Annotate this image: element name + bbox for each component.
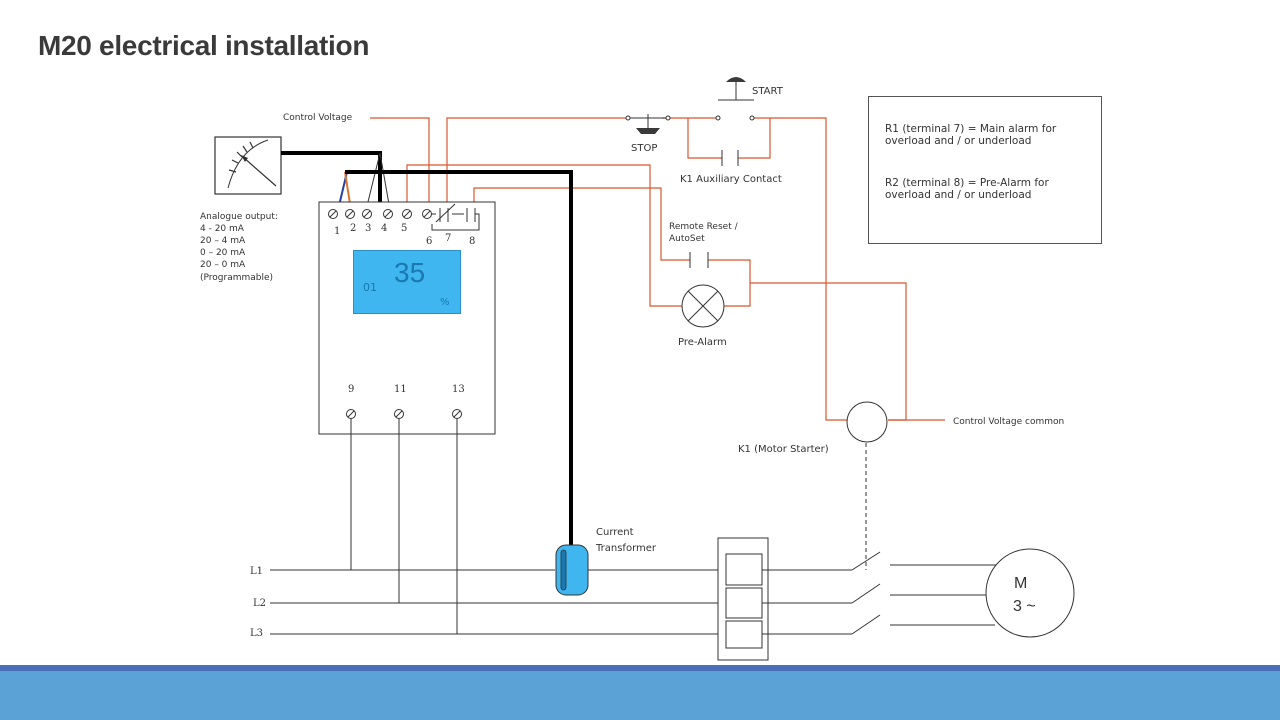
current-transformer-label-2: Transformer [596, 543, 657, 554]
terminal-13-label: 13 [452, 384, 465, 395]
k1-aux-contact [721, 150, 739, 166]
terminal-5-label: 5 [401, 223, 408, 234]
stop-label: STOP [631, 143, 658, 154]
overload-block [717, 537, 769, 661]
common-wire-a [750, 282, 907, 421]
analogue-output-opt3: 0 – 20 mA [200, 248, 246, 258]
power-lines [270, 569, 726, 635]
remote-reset-label: Remote Reset / [669, 222, 738, 232]
meter-return-wire [365, 152, 381, 211]
terminal-3-label: 3 [365, 223, 372, 234]
remote-reset-contact [689, 252, 709, 268]
terminal8-wire [473, 187, 690, 261]
control-voltage-common-label: Control Voltage common [953, 417, 1065, 427]
aux-right-wire [738, 118, 771, 159]
meter-link-wire [379, 152, 391, 211]
analogue-output-opt1: 4 - 20 mA [200, 224, 244, 234]
analogue-output-note: (Programmable) [200, 273, 274, 283]
terminal-6-label: 6 [426, 236, 433, 247]
analogue-output-heading: Analogue output: [200, 212, 278, 222]
l3-label: L3 [250, 628, 264, 639]
bottom-terminals [346, 409, 462, 419]
terminal-7-label: 7 [445, 233, 452, 244]
display-unit: % [440, 297, 450, 308]
start-button-symbol [715, 77, 755, 121]
motor-symbol [985, 548, 1075, 638]
control-voltage-wire [370, 117, 430, 210]
motor-label-m: M [1014, 575, 1028, 592]
terminal-9-label: 9 [348, 384, 355, 395]
meter-feed-wire [281, 151, 382, 210]
current-transformer-label-1: Current [596, 527, 634, 538]
relay-info-box: R1 (terminal 7) = Main alarm for overloa… [868, 96, 1102, 244]
terminal-8-label: 8 [469, 236, 476, 247]
aux-left-wire [687, 118, 722, 159]
footer-bar [0, 671, 1280, 720]
current-transformer [555, 544, 589, 596]
relay-contacts [431, 203, 480, 231]
terminal-2-label: 2 [350, 223, 357, 234]
display-channel: 01 [363, 281, 377, 294]
motor-label-3phase: 3 ~ [1013, 598, 1036, 615]
contactor-wires [762, 443, 998, 635]
top-terminals [328, 209, 432, 219]
terminal-11-label: 11 [394, 384, 407, 395]
pre-alarm-lamp [681, 284, 725, 328]
stop-button-symbol [625, 114, 671, 134]
terminal5-wire [406, 164, 682, 307]
control-voltage-label: Control Voltage [283, 113, 353, 123]
slide-title: M20 electrical installation [38, 30, 370, 61]
voltage-sense-wires [350, 419, 458, 634]
l2-label: L2 [253, 598, 267, 609]
relay-r2-text: R2 (terminal 8) = Pre-Alarm for overload… [885, 177, 1049, 201]
start-to-coil-wire [752, 117, 848, 421]
analogue-output-opt2: 20 – 4 mA [200, 236, 246, 246]
terminal7-wire [446, 117, 628, 210]
control-wires [370, 117, 945, 421]
autoset-label: AutoSet [669, 234, 705, 244]
start-label: START [752, 86, 783, 97]
k1-coil [846, 401, 888, 443]
relay-r1-text: R1 (terminal 7) = Main alarm for overloa… [885, 123, 1057, 147]
footer-accent-strip [0, 665, 1280, 671]
ct-cable [345, 170, 573, 545]
pre-alarm-label: Pre-Alarm [678, 337, 727, 348]
k1-aux-label: K1 Auxiliary Contact [680, 174, 782, 185]
m20-device [318, 201, 496, 435]
display-value: 35 [394, 257, 426, 288]
l1-label: L1 [250, 566, 264, 577]
device-display: 35 01 % [353, 250, 461, 314]
analogue-output-opt4: 20 – 0 mA [200, 260, 246, 270]
terminal-1-label: 1 [334, 226, 341, 237]
k1-motor-starter-label: K1 (Motor Starter) [738, 444, 829, 455]
terminal-4-label: 4 [381, 223, 388, 234]
analogue-meter [214, 136, 282, 195]
